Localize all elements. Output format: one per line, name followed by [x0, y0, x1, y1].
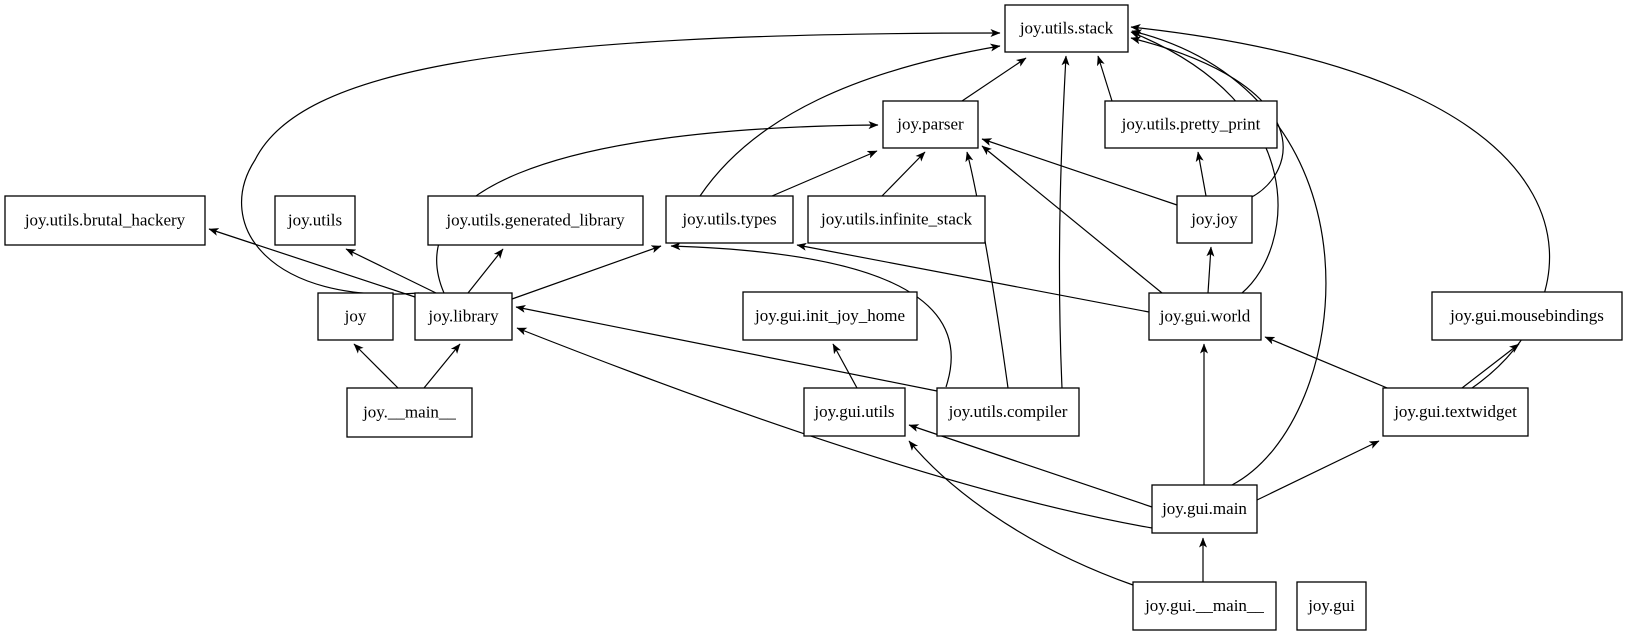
node-box-joy-gui-utils: [803, 387, 906, 437]
edge-joy-utils-compiler-to-joy-library: [515, 304, 938, 392]
node-label-joy-gui: joy.gui: [1307, 596, 1355, 615]
node-box-joy-main: [346, 387, 473, 438]
edge-joy-gui-main-to-joy-gui-utils: [908, 440, 1134, 586]
node-joy: joy: [317, 292, 394, 341]
node-label-joy: joy: [344, 306, 367, 325]
node-label-joy-main: joy.__main__: [362, 402, 456, 421]
node-label-joy-gui-init-joy-home: joy.gui.init_joy_home: [754, 306, 905, 325]
node-label-joy-utils-brutal-hackery: joy.utils.brutal_hackery: [24, 210, 186, 229]
edge-joy-library-to-joy-utils-types: [511, 245, 662, 300]
node-joy-utils-types: joy.utils.types: [665, 195, 794, 244]
edge-joy-parser-to-joy-utils-stack: [961, 57, 1027, 102]
node-joy-gui-mousebindings: joy.gui.mousebindings: [1431, 291, 1623, 341]
edge-joy-gui-main-to-joy-gui-textwidget: [1256, 440, 1380, 501]
node-label-joy-gui-world: joy.gui.world: [1159, 306, 1251, 325]
edge-joy-gui-main-to-joy-utils-stack: [1131, 29, 1327, 486]
edges-layer: [208, 24, 1551, 586]
node-box-joy-library: [414, 292, 513, 341]
node-box-joy-joy: [1176, 195, 1253, 244]
node-joy-gui-main: joy.gui.main: [1151, 484, 1258, 534]
edge-joy-utils-pretty-print-to-joy-utils-stack: [1097, 55, 1113, 102]
node-box-joy-gui-mousebindings: [1431, 291, 1623, 341]
node-label-joy-utils-types: joy.utils.types: [681, 209, 776, 228]
node-box-joy-gui-textwidget: [1382, 387, 1529, 437]
edge-joy-library-to-joy-parser: [436, 121, 879, 294]
node-joy-utils-pretty-print: joy.utils.pretty_print: [1104, 100, 1278, 149]
node-box-joy-utils-stack: [1004, 4, 1129, 53]
edge-joy-gui-textwidget-to-joy-gui-mousebindings: [1461, 343, 1520, 389]
node-joy-parser: joy.parser: [882, 100, 979, 149]
node-box-joy-utils-compiler: [936, 387, 1080, 437]
edge-joy-utils-compiler-to-joy-parser: [965, 151, 1009, 389]
node-label-joy-utils-generated-library: joy.utils.generated_library: [445, 210, 625, 229]
node-box-joy-gui-world: [1148, 292, 1262, 341]
node-joy-utils: joy.utils: [274, 195, 356, 246]
edge-joy-library-to-joy-utils-stack: [240, 29, 1001, 295]
node-box-joy-parser: [882, 100, 979, 149]
node-joy-joy: joy.joy: [1176, 195, 1253, 244]
node-label-joy-utils: joy.utils: [287, 210, 342, 229]
edge-joy-library-to-joy-utils-brutal-hackery: [208, 228, 416, 298]
node-joy-utils-generated-library: joy.utils.generated_library: [427, 195, 644, 246]
node-label-joy-parser: joy.parser: [896, 114, 964, 133]
node-box-joy: [317, 292, 394, 341]
node-joy-utils-stack: joy.utils.stack: [1004, 4, 1129, 53]
node-joy-gui-init-joy-home: joy.gui.init_joy_home: [742, 291, 918, 341]
node-label-joy-utils-compiler: joy.utils.compiler: [948, 402, 1068, 421]
node-box-joy-utils-types: [665, 195, 794, 244]
node-joy-gui-main: joy.gui.__main__: [1132, 581, 1277, 631]
edge-joy-utils-types-to-joy-parser: [771, 150, 878, 197]
edge-joy-joy-to-joy-utils-pretty-print: [1195, 151, 1207, 197]
node-joy-gui-utils: joy.gui.utils: [803, 387, 906, 437]
edge-joy-gui-main-to-joy-library: [516, 327, 1153, 529]
node-box-joy-gui-main: [1151, 484, 1258, 534]
edge-joy-utils-infinite-stack-to-joy-parser: [881, 151, 926, 197]
node-box-joy-gui: [1296, 581, 1367, 631]
edge-joy-main-to-joy-library: [423, 343, 461, 389]
nodes-layer: joy.utils.stack joy.parser joy.utils.prett…: [4, 4, 1623, 631]
node-joy-utils-infinite-stack: joy.utils.infinite_stack: [807, 195, 986, 244]
node-box-joy-gui-main: [1132, 581, 1277, 631]
node-label-joy-joy: joy.joy: [1190, 209, 1238, 228]
node-joy-gui-textwidget: joy.gui.textwidget: [1382, 387, 1529, 437]
edge-joy-gui-textwidget-to-joy-gui-world: [1264, 336, 1393, 391]
node-box-joy-utils: [274, 195, 356, 246]
node-label-joy-gui-main: joy.gui.main: [1161, 499, 1247, 518]
edge-joy-gui-world-to-joy-utils-types: [796, 242, 1150, 313]
edge-joy-main-to-joy: [353, 343, 399, 389]
edge-joy-library-to-joy-utils-generated-library: [467, 248, 504, 294]
edge-joy-utils-types-to-joy-utils-stack: [699, 43, 1001, 197]
node-box-joy-utils-brutal-hackery: [4, 195, 206, 246]
node-joy-gui: joy.gui: [1296, 581, 1367, 631]
node-label-joy-utils-pretty-print: joy.utils.pretty_print: [1121, 114, 1261, 133]
node-joy-library: joy.library: [414, 292, 513, 341]
edge-joy-gui-world-to-joy-utils-stack: [1130, 31, 1279, 294]
node-box-joy-gui-init-joy-home: [742, 291, 918, 341]
node-box-joy-utils-generated-library: [427, 195, 644, 246]
node-label-joy-gui-mousebindings: joy.gui.mousebindings: [1449, 306, 1604, 325]
edge-joy-gui-textwidget-to-joy-utils-stack: [1130, 24, 1551, 389]
node-joy-utils-compiler: joy.utils.compiler: [936, 387, 1080, 437]
node-joy-main: joy.__main__: [346, 387, 473, 438]
edge-joy-gui-world-to-joy-parser: [981, 145, 1163, 294]
node-label-joy-utils-stack: joy.utils.stack: [1019, 18, 1114, 37]
node-label-joy-gui-utils: joy.gui.utils: [813, 402, 894, 421]
node-joy-gui-world: joy.gui.world: [1148, 292, 1262, 341]
node-label-joy-gui-textwidget: joy.gui.textwidget: [1393, 402, 1517, 421]
node-box-joy-utils-pretty-print: [1104, 100, 1278, 149]
edge-joy-joy-to-joy-parser: [981, 138, 1178, 206]
node-box-joy-utils-infinite-stack: [807, 195, 986, 244]
edge-joy-gui-utils-to-joy-gui-init-joy-home: [832, 343, 858, 389]
edge-joy-gui-main-to-joy-gui-utils: [908, 424, 1153, 508]
node-label-joy-gui-main: joy.gui.__main__: [1144, 596, 1264, 615]
edge-joy-gui-world-to-joy-joy: [1206, 246, 1215, 294]
node-label-joy-utils-infinite-stack: joy.utils.infinite_stack: [820, 209, 972, 228]
edge-joy-library-to-joy-utils: [345, 248, 437, 294]
node-label-joy-library: joy.library: [427, 306, 499, 325]
edge-joy-utils-compiler-to-joy-utils-stack: [1058, 55, 1070, 389]
node-joy-utils-brutal-hackery: joy.utils.brutal_hackery: [4, 195, 206, 246]
edge-joy-utils-compiler-to-joy-utils-types: [670, 242, 952, 388]
